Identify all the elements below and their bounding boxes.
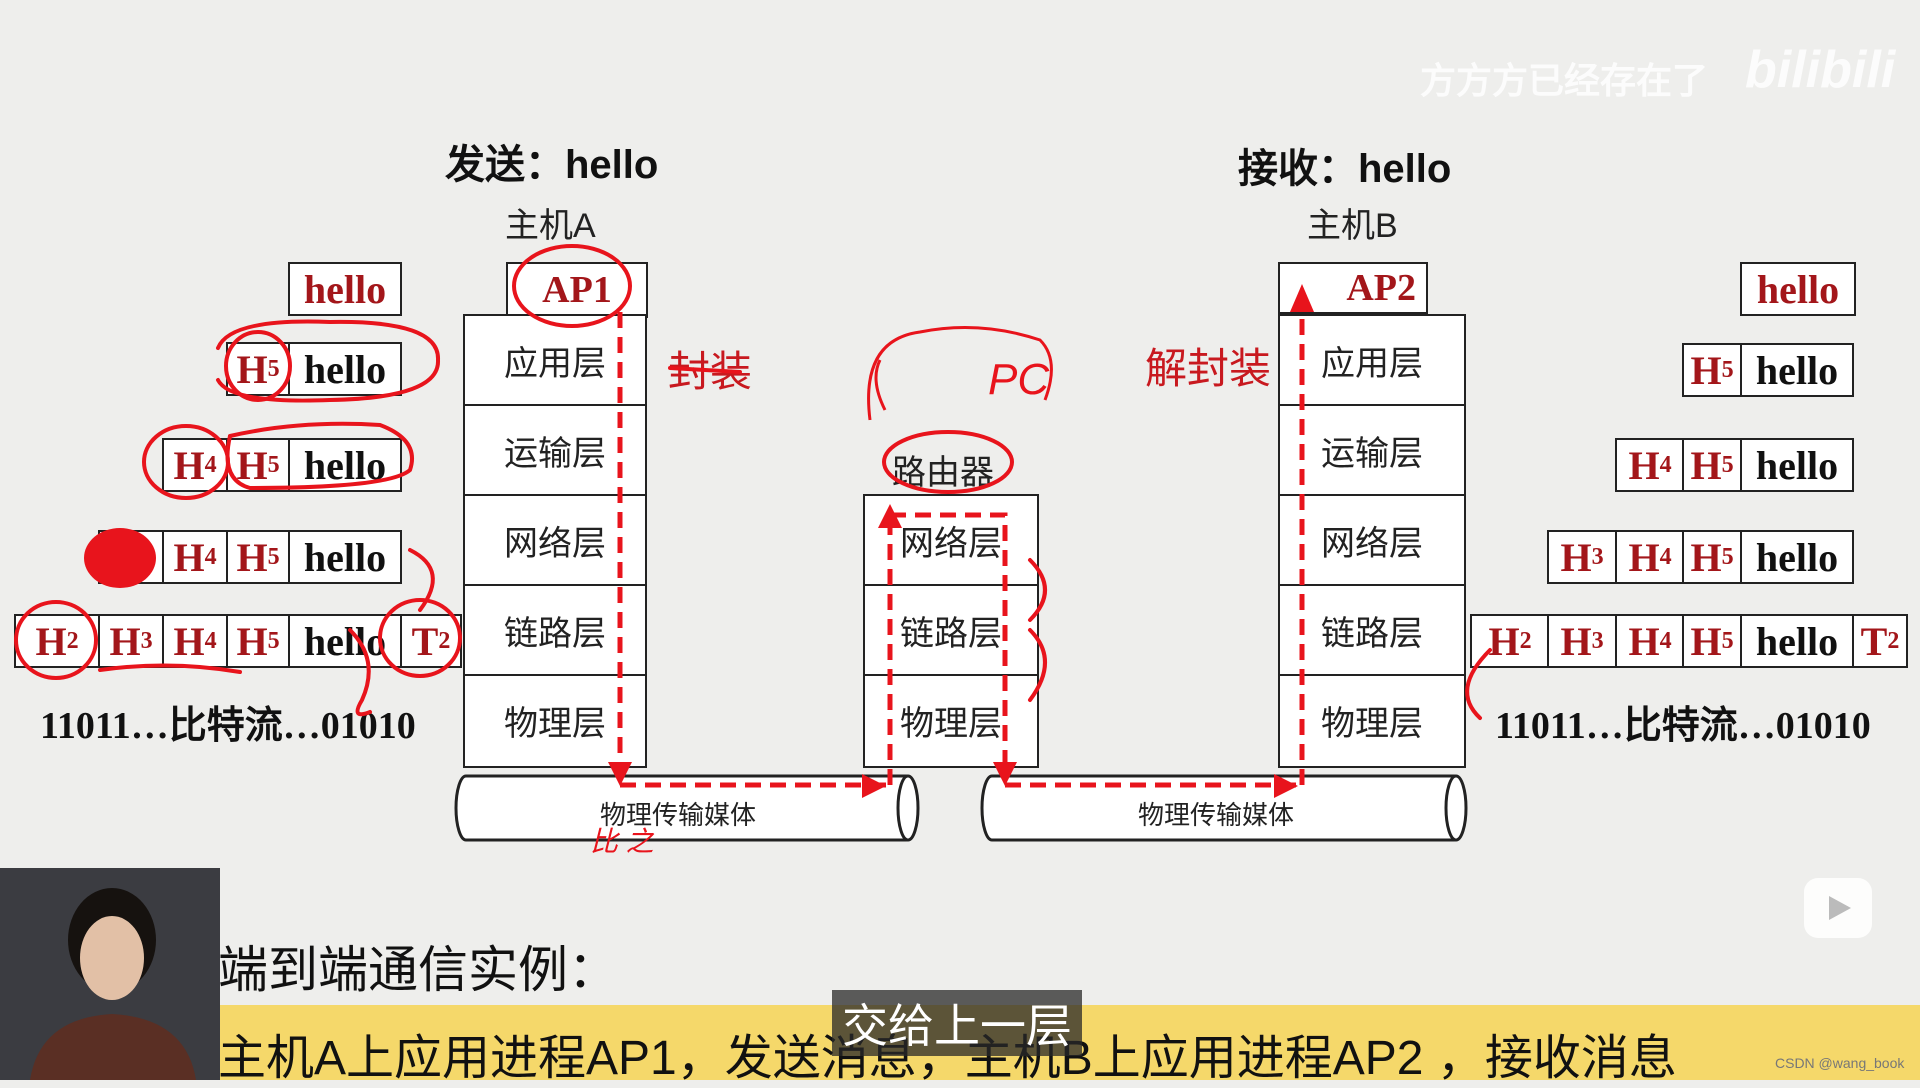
encapsulation-label: 封装 xyxy=(668,338,752,399)
presenter-avatar xyxy=(0,868,220,1080)
router-note: PC xyxy=(988,355,1049,405)
right-row2-hello: hello xyxy=(1740,343,1854,397)
host-b-application-layer: 应用层 xyxy=(1280,316,1464,406)
router-physical-layer: 物理层 xyxy=(865,676,1037,764)
right-row3-hello: hello xyxy=(1740,438,1854,492)
decapsulation-label: 解封装 xyxy=(1145,335,1271,396)
host-b-label: 主机B xyxy=(1307,198,1398,247)
host-a-stack: 应用层 运输层 网络层 链路层 物理层 xyxy=(463,314,647,768)
example-heading: 端到端通信实例： xyxy=(218,930,618,1002)
left-row2-hello: hello xyxy=(288,342,402,396)
ap1-label: AP1 xyxy=(542,268,612,312)
play-icon xyxy=(1823,893,1853,923)
router-label: 路由器 xyxy=(892,445,994,494)
host-a-physical-layer: 物理层 xyxy=(465,676,645,764)
right-row5-hello: hello xyxy=(1740,614,1854,668)
webcam-overlay xyxy=(0,868,220,1080)
receive-title: 接收：hello xyxy=(1238,136,1451,194)
host-b-stack: 应用层 运输层 网络层 链路层 物理层 xyxy=(1278,314,1466,768)
router-link-layer: 链路层 xyxy=(865,586,1037,676)
bilibili-logo: bilibili xyxy=(1745,40,1895,100)
host-a-link-layer: 链路层 xyxy=(465,586,645,676)
left-row4-hello: hello xyxy=(288,530,402,584)
play-button[interactable] xyxy=(1804,878,1872,938)
right-hello-packet: hello xyxy=(1740,262,1856,316)
left-row3-hello: hello xyxy=(288,438,402,492)
left-bitstream: 11011…比特流…01010 xyxy=(40,694,416,749)
right-row4-hello: hello xyxy=(1740,530,1854,584)
video-subtitle: 交给上一层 xyxy=(832,990,1082,1056)
ap2-label: AP2 xyxy=(1346,266,1416,310)
router-stack: 网络层 链路层 物理层 xyxy=(863,494,1039,768)
host-b-link-layer: 链路层 xyxy=(1280,586,1464,676)
ap1-process: AP1 xyxy=(506,262,648,318)
host-a-label: 主机A xyxy=(505,198,596,247)
host-a-network-layer: 网络层 xyxy=(465,496,645,586)
channel-watermark: 方方方已经存在了 xyxy=(1420,52,1708,104)
send-title: 发送：hello xyxy=(445,132,658,190)
left-row5-hello: hello xyxy=(288,614,402,668)
router-network-layer: 网络层 xyxy=(865,496,1037,586)
medium-note: 比 之 xyxy=(590,820,654,860)
host-b-network-layer: 网络层 xyxy=(1280,496,1464,586)
right-bitstream: 11011…比特流…01010 xyxy=(1495,694,1871,749)
host-a-transport-layer: 运输层 xyxy=(465,406,645,496)
host-b-transport-layer: 运输层 xyxy=(1280,406,1464,496)
left-hello-packet: hello xyxy=(288,262,402,316)
host-b-physical-layer: 物理层 xyxy=(1280,676,1464,764)
host-a-application-layer: 应用层 xyxy=(465,316,645,406)
ap2-process: AP2 xyxy=(1278,262,1428,314)
csdn-credit: CSDN @wang_book xyxy=(1775,1055,1904,1071)
medium-b-label: 物理传输媒体 xyxy=(1138,795,1294,832)
